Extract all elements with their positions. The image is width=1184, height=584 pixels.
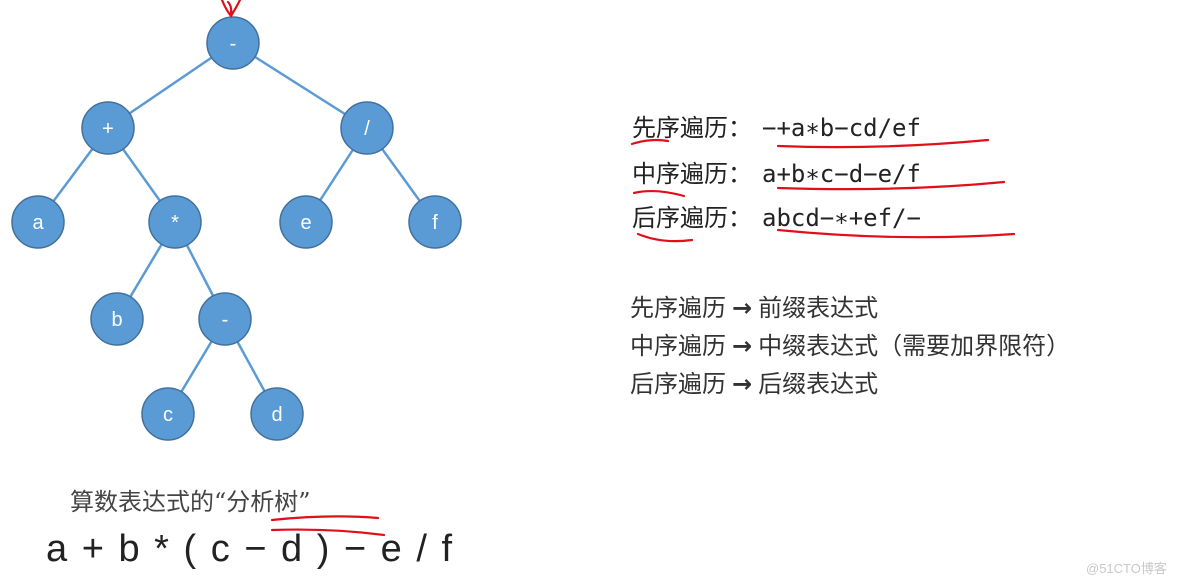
arrow-right-icon: → [732,332,753,360]
mapping-inorder: 中序遍历→中缀表达式（需要加界限符） [630,326,1070,361]
tree-node-root: - [206,16,260,70]
traversal-colon: ： [728,204,752,232]
node-label: - [230,33,237,55]
mapping-traversal: 先序遍历 [630,294,726,322]
mapping-expression: 后缀表达式 [758,370,879,398]
tree-node-plus: + [81,101,135,155]
node-label: + [102,118,114,140]
traversal-colon: ： [728,160,752,188]
tree-node-c: c [141,387,195,441]
underline-postorder-label [636,232,694,243]
node-label: e [300,212,311,234]
arrow-right-icon: → [732,294,753,322]
expression-tree: - + / a * e f b - c d [11,16,462,441]
traversal-preorder: 先序遍历： −+a∗b−cd/ef [632,108,921,143]
traversal-postorder: 后序遍历： abcd−∗+ef/− [632,198,921,233]
traversal-label: 后序遍历 [632,204,728,232]
tree-node-e: e [279,195,333,249]
watermark: @51CTO博客 [1086,561,1167,576]
traversal-label: 先序遍历 [632,114,728,142]
tree-caption: 算数表达式的“分析树” [70,488,311,516]
node-label: b [111,309,122,331]
tree-node-minus2: - [198,292,252,346]
mapping-postorder: 后序遍历→后缀表达式 [630,364,878,399]
arithmetic-expression: a + b * ( c − d ) − e / f [46,528,455,570]
underline-inorder-label [632,189,686,198]
tree-node-a: a [11,195,65,249]
mapping-traversal: 后序遍历 [630,370,726,398]
mapping-traversal: 中序遍历 [630,332,726,360]
node-label: * [171,212,179,234]
tree-node-f: f [408,195,462,249]
node-label: a [32,212,44,234]
node-label: f [432,212,438,234]
node-label: d [271,404,282,426]
mapping-expression: 中缀表达式（需要加界限符） [758,332,1071,360]
traversal-sequence: abcd−∗+ef/− [762,204,921,232]
node-label: / [364,118,370,140]
arrow-right-icon: → [732,370,753,398]
traversal-label: 中序遍历 [632,160,728,188]
node-label: - [222,309,229,331]
mapping-preorder: 先序遍历→前缀表达式 [630,288,878,323]
tree-node-b: b [90,292,144,346]
tree-node-d: d [250,387,304,441]
node-label: c [163,404,173,426]
tree-node-mul: * [148,195,202,249]
traversal-colon: ： [728,114,752,142]
mapping-expression: 前缀表达式 [758,294,879,322]
tree-node-div: / [340,101,394,155]
traversal-inorder: 中序遍历： a+b∗c−d−e/f [632,154,921,189]
traversal-sequence: a+b∗c−d−e/f [762,160,921,188]
traversal-sequence: −+a∗b−cd/ef [762,114,921,142]
